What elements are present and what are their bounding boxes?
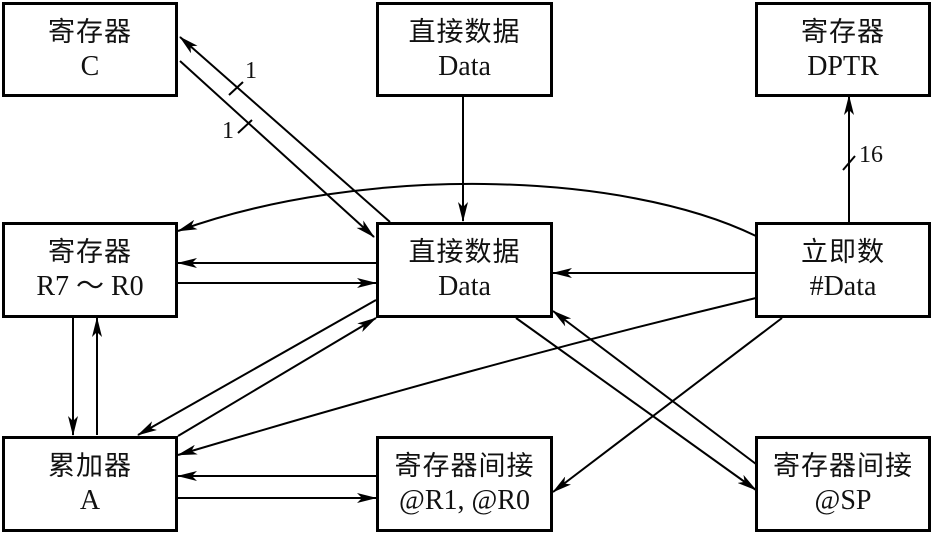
- node-title: 寄存器: [48, 237, 132, 268]
- node-subtitle: @R1, @R0: [399, 485, 530, 516]
- node-title: 寄存器: [801, 16, 885, 48]
- node-title: 累加器: [48, 451, 132, 482]
- node-subtitle: C: [80, 50, 100, 82]
- node-register-c: 寄存器 C: [2, 2, 178, 97]
- node-title: 寄存器间接: [773, 451, 913, 482]
- node-subtitle: #Data: [809, 271, 877, 302]
- node-subtitle: Data: [438, 271, 491, 302]
- node-title: 寄存器间接: [394, 451, 535, 482]
- node-subtitle: A: [79, 485, 101, 516]
- edge-imm-to-ri: [552, 317, 783, 493]
- node-title: 直接数据: [408, 237, 521, 268]
- edge-direct-to-c: [179, 36, 391, 223]
- node-subtitle: Data: [438, 50, 491, 82]
- node-direct-data-top: 直接数据 Data: [376, 2, 553, 97]
- tick-c-out: [228, 81, 244, 96]
- node-title: 立即数: [801, 237, 885, 268]
- bus-width-label-c-out: 1: [245, 58, 257, 84]
- node-indirect-sp: 寄存器间接 @SP: [755, 436, 931, 532]
- node-subtitle: R7 ～ R0: [36, 271, 144, 302]
- tick-c-in: [237, 119, 253, 134]
- node-subtitle: @SP: [814, 485, 872, 516]
- node-immediate: 立即数 #Data: [755, 222, 931, 318]
- edge-imm-to-rn: [177, 182, 757, 237]
- node-accumulator: 累加器 A: [2, 436, 178, 532]
- node-register-rn: 寄存器 R7 ～ R0: [2, 222, 178, 318]
- node-register-dptr: 寄存器 DPTR: [755, 2, 931, 97]
- node-direct-data-mid: 直接数据 Data: [376, 222, 553, 318]
- edge-acc-to-direct: [177, 317, 377, 437]
- tick-dptr: [842, 155, 856, 171]
- node-indirect-ri: 寄存器间接 @R1, @R0: [376, 436, 553, 532]
- edge-imm-to-acc: [177, 297, 757, 456]
- edge-sp-to-direct: [552, 310, 757, 465]
- bus-width-label-dptr: 16: [859, 142, 883, 168]
- edge-direct-to-sp: [515, 317, 757, 491]
- edge-c-to-direct: [179, 60, 375, 238]
- edge-direct-to-acc: [137, 299, 377, 436]
- node-title: 直接数据: [408, 16, 521, 48]
- node-title: 寄存器: [48, 16, 132, 48]
- node-subtitle: DPTR: [807, 50, 879, 82]
- bus-width-label-c-in: 1: [222, 118, 234, 144]
